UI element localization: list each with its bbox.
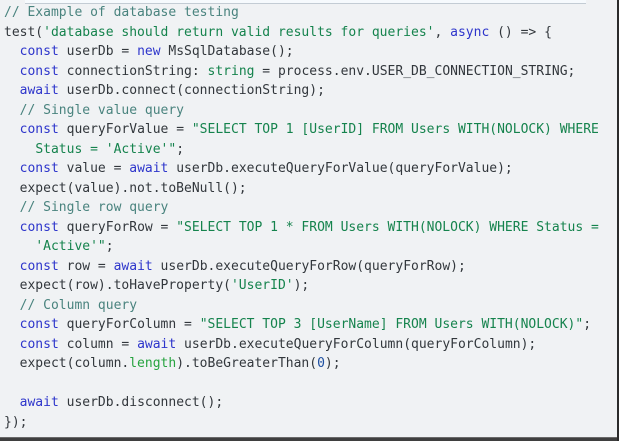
code-line: // Column query xyxy=(4,296,614,316)
code-line: expect(value).not.toBeNull(); xyxy=(4,179,614,199)
code-token-keyword: const xyxy=(19,63,59,79)
code-token-plain xyxy=(4,44,20,59)
code-token-plain: queryForValue = xyxy=(58,122,192,137)
code-token-plain: ; xyxy=(583,317,592,332)
code-token-string: Status = 'Active'" xyxy=(35,141,177,157)
code-token-plain: ).toBeGreaterThan( xyxy=(176,356,318,371)
code-token-plain: , xyxy=(434,24,451,40)
code-token-keyword: const xyxy=(19,317,59,332)
code-token-plain xyxy=(4,64,20,79)
code-token-number: 0 xyxy=(317,356,325,371)
code-token-plain: userDb.executeQueryForColumn(queryForCol… xyxy=(176,336,537,352)
code-token-plain xyxy=(4,317,20,332)
code-line: // Single value query xyxy=(4,101,614,121)
code-token-string: 'Active'" xyxy=(35,239,106,254)
code-line: }); xyxy=(4,413,614,433)
code-token-comment: // Single value query xyxy=(4,102,185,118)
code-token-string: "SELECT TOP 3 [UserName] FROM Users WITH… xyxy=(199,317,584,332)
code-token-plain xyxy=(4,239,35,254)
code-token-keyword: await xyxy=(19,83,59,98)
code-token-plain: ; xyxy=(105,239,114,254)
code-line: const column = await userDb.executeQuery… xyxy=(4,335,614,355)
code-token-keyword: const xyxy=(19,161,59,176)
code-line: const queryForColumn = "SELECT TOP 3 [Us… xyxy=(4,315,614,335)
code-token-plain: connectionString: xyxy=(58,63,208,79)
code-line: const value = await userDb.executeQueryF… xyxy=(4,159,614,179)
code-token-plain xyxy=(4,337,20,352)
code-token-plain xyxy=(4,122,20,137)
code-line: Status = 'Active'"; xyxy=(4,140,614,160)
code-token-keyword: await xyxy=(19,395,59,410)
code-token-plain: MsSqlDatabase(); xyxy=(160,44,294,59)
right-gutter xyxy=(619,0,624,441)
code-token-keyword: new xyxy=(137,44,161,59)
code-token-plain: ; xyxy=(176,141,185,157)
code-token-keyword: async xyxy=(450,24,490,40)
code-token-plain: }); xyxy=(4,414,28,430)
code-token-comment: // Column query xyxy=(4,297,138,313)
code-token-plain: expect(value).not.toBeNull(); xyxy=(4,180,247,196)
code-token-keyword: const xyxy=(19,258,59,274)
code-token-comment: // Single row query xyxy=(4,200,169,215)
code-token-plain: userDb.disconnect(); xyxy=(58,395,224,410)
code-token-plain: queryForColumn = xyxy=(58,317,200,332)
code-token-plain xyxy=(4,83,20,98)
code-token-keyword: const xyxy=(19,219,59,235)
code-token-string: "SELECT TOP 1 [UserID] FROM Users WITH(N… xyxy=(191,122,599,137)
code-line: expect(row).toHaveProperty('UserID'); xyxy=(4,276,614,296)
code-line: const connectionString: string = process… xyxy=(4,62,614,82)
code-line: await userDb.disconnect(); xyxy=(4,393,614,413)
code-token-plain xyxy=(4,259,20,274)
code-line: const row = await userDb.executeQueryFor… xyxy=(4,257,614,277)
code-token-property: length xyxy=(129,356,177,371)
code-token-plain: expect(row).toHaveProperty( xyxy=(4,278,231,293)
code-token-keyword: await xyxy=(137,336,177,352)
code-line: // Single row query xyxy=(4,198,614,218)
code-token-plain xyxy=(4,395,20,410)
code-token-plain xyxy=(4,142,35,157)
code-token-plain xyxy=(4,161,20,176)
code-token-keyword: await xyxy=(129,161,169,176)
window-bottom-border xyxy=(0,437,617,441)
code-token-string: 'UserID' xyxy=(230,278,294,293)
code-line: 'Active'"; xyxy=(4,237,614,257)
code-token-plain: userDb = xyxy=(58,44,138,59)
code-token-string: "SELECT TOP 1 * FROM Users WITH(NOLOCK) … xyxy=(176,219,599,235)
code-token-plain: queryForRow = xyxy=(58,219,177,235)
code-token-plain: userDb.executeQueryForValue(queryForValu… xyxy=(168,161,513,176)
code-token-plain: () => { xyxy=(489,24,552,40)
code-token-type: string xyxy=(207,63,255,79)
code-token-plain: ); xyxy=(324,356,341,371)
code-token-keyword: const xyxy=(19,44,59,59)
code-block: // Example of database testing test('data… xyxy=(4,3,614,432)
code-token-keyword: const xyxy=(19,122,59,137)
code-line: // Example of database testing xyxy=(4,3,614,23)
code-token-keyword: await xyxy=(113,258,153,274)
code-token-plain: = process.env.USER_DB_CONNECTION_STRING; xyxy=(254,63,576,79)
code-line: test('database should return valid resul… xyxy=(4,23,614,43)
top-edge-strip xyxy=(25,0,586,4)
window-right-border xyxy=(617,0,619,441)
code-line: const userDb = new MsSqlDatabase(); xyxy=(4,42,614,62)
code-line: expect(column.length).toBeGreaterThan(0)… xyxy=(4,354,614,374)
code-line: const queryForRow = "SELECT TOP 1 * FROM… xyxy=(4,218,614,238)
code-token-plain xyxy=(4,220,20,235)
code-token-plain: row = xyxy=(58,258,114,274)
code-token-plain: column = xyxy=(58,336,138,352)
code-token-plain: userDb.connect(connectionString); xyxy=(58,83,325,98)
code-line: const queryForValue = "SELECT TOP 1 [Use… xyxy=(4,120,614,140)
code-token-comment: // Example of database testing xyxy=(4,5,239,20)
code-line: await userDb.connect(connectionString); xyxy=(4,81,614,101)
code-token-string: 'database should return valid results fo… xyxy=(43,24,435,40)
code-token-plain: expect(column. xyxy=(4,356,130,371)
code-token-plain: value = xyxy=(58,161,130,176)
code-token-keyword: const xyxy=(19,336,59,352)
code-token-plain: test( xyxy=(4,24,44,40)
code-line xyxy=(4,374,614,394)
code-token-plain: userDb.executeQueryForRow(queryForRow); xyxy=(152,258,466,274)
code-token-plain: ); xyxy=(293,278,310,293)
